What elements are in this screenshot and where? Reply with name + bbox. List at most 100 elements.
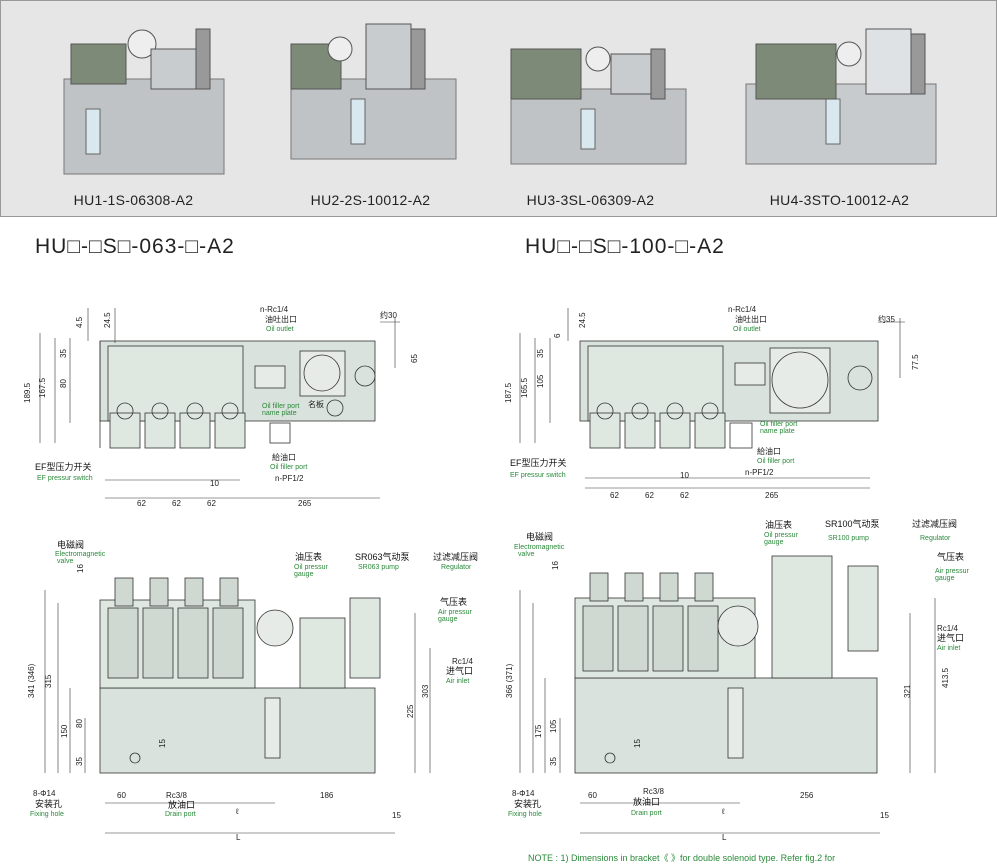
svg-text:341 (346): 341 (346) (27, 663, 36, 698)
svg-text:油吐出口: 油吐出口 (265, 314, 297, 324)
svg-text:167.5: 167.5 (38, 377, 47, 398)
svg-text:Fixing hole: Fixing hole (30, 811, 64, 818)
product-photo-1 (46, 9, 261, 184)
product-photo-3 (506, 9, 721, 184)
svg-text:15: 15 (880, 811, 889, 820)
svg-text:ℓ: ℓ (235, 807, 239, 816)
svg-text:15: 15 (633, 739, 642, 748)
svg-text:35: 35 (536, 349, 545, 358)
svg-text:Air inlet: Air inlet (937, 645, 960, 652)
svg-text:265: 265 (298, 499, 312, 508)
svg-text:303: 303 (421, 684, 430, 698)
product-caption-3: HU3-3SL-06309-A2 (526, 192, 655, 208)
svg-text:放油口: 放油口 (168, 799, 195, 810)
svg-text:Oil filler port: Oil filler port (270, 464, 307, 471)
svg-text:安装孔: 安装孔 (514, 798, 541, 809)
svg-text:413.5: 413.5 (941, 667, 950, 688)
svg-text:Oil filler port: Oil filler port (262, 403, 299, 410)
svg-text:gauge: gauge (764, 539, 784, 546)
svg-text:n-Rc1/4: n-Rc1/4 (728, 305, 757, 314)
svg-text:Regulator: Regulator (920, 535, 951, 542)
svg-text:150: 150 (60, 724, 69, 738)
svg-text:Electromagnetic: Electromagnetic (514, 544, 565, 551)
product-caption-4: HU4-3STO-10012-A2 (769, 192, 910, 208)
svg-text:8-Φ14: 8-Φ14 (512, 789, 535, 798)
right-front-view (574, 555, 879, 774)
svg-text:Air inlet: Air inlet (446, 678, 469, 685)
product-caption-1: HU1-1S-06308-A2 (73, 192, 194, 208)
svg-text:安装孔: 安装孔 (35, 798, 62, 809)
svg-text:SR100气动泵: SR100气动泵 (825, 518, 880, 529)
svg-text:105: 105 (536, 374, 545, 388)
svg-text:Oil pressur: Oil pressur (764, 532, 799, 539)
svg-text:16: 16 (76, 564, 85, 573)
svg-text:4.5: 4.5 (75, 316, 84, 328)
svg-text:gauge: gauge (935, 575, 955, 582)
left-front-view (99, 577, 381, 774)
svg-text:气压表: 气压表 (937, 551, 964, 562)
svg-text:Electromagnetic: Electromagnetic (55, 551, 106, 558)
svg-text:name plate: name plate (760, 428, 795, 435)
svg-text:L: L (722, 833, 727, 842)
svg-text:186: 186 (320, 791, 334, 800)
svg-text:gauge: gauge (294, 571, 314, 578)
svg-text:175: 175 (534, 724, 543, 738)
svg-text:Rc3/8: Rc3/8 (166, 791, 187, 800)
svg-text:Rc3/8: Rc3/8 (643, 787, 664, 796)
svg-text:35: 35 (549, 757, 558, 766)
svg-text:189.5: 189.5 (23, 382, 32, 403)
svg-text:60: 60 (117, 791, 126, 800)
svg-text:62: 62 (137, 499, 146, 508)
svg-text:进气口: 进气口 (937, 632, 964, 643)
svg-text:15: 15 (392, 811, 401, 820)
svg-text:电磁阀: 电磁阀 (57, 539, 84, 550)
svg-text:EF型压力开关: EF型压力开关 (35, 461, 92, 472)
svg-text:ℓ: ℓ (721, 807, 725, 816)
svg-text:SR100 pump: SR100 pump (828, 535, 869, 542)
svg-text:EF型压力开关: EF型压力开关 (510, 457, 567, 468)
svg-text:Oil outlet: Oil outlet (733, 326, 761, 333)
svg-text:65: 65 (410, 354, 419, 363)
svg-text:L: L (236, 833, 241, 842)
svg-text:Oil pressur: Oil pressur (294, 564, 329, 571)
svg-text:16: 16 (551, 561, 560, 570)
svg-text:80: 80 (59, 379, 68, 388)
svg-text:62: 62 (610, 491, 619, 500)
product-photo-strip: HU1-1S-06308-A2 HU2-2S-10012-A2 HU3-3SL-… (0, 0, 997, 217)
product-caption-2: HU2-2S-10012-A2 (310, 192, 431, 208)
svg-text:187.5: 187.5 (504, 382, 513, 403)
svg-text:放油口: 放油口 (633, 796, 660, 807)
left-top-view (99, 340, 376, 449)
svg-text:Regulator: Regulator (441, 564, 472, 571)
svg-text:77.5: 77.5 (911, 354, 920, 370)
series-title-063: HU□-□S□-063-□-A2 (35, 235, 235, 258)
svg-text:约35: 约35 (878, 314, 895, 324)
svg-text:24.5: 24.5 (578, 312, 587, 328)
svg-text:62: 62 (207, 499, 216, 508)
svg-text:SR063气动泵: SR063气动泵 (355, 551, 410, 562)
svg-text:Rc1/4: Rc1/4 (937, 624, 958, 633)
svg-text:Oil outlet: Oil outlet (266, 326, 294, 333)
svg-text:valve: valve (518, 551, 534, 558)
svg-text:Oil filler port: Oil filler port (760, 421, 797, 428)
svg-text:80: 80 (75, 719, 84, 728)
svg-text:62: 62 (172, 499, 181, 508)
svg-text:Fixing hole: Fixing hole (508, 811, 542, 818)
svg-text:进气口: 进气口 (446, 665, 473, 676)
product-photo-4 (741, 9, 956, 184)
svg-text:EF pressur switch: EF pressur switch (510, 472, 566, 479)
svg-text:Rc1/4: Rc1/4 (452, 657, 473, 666)
right-front-dims (519, 590, 936, 834)
svg-text:62: 62 (680, 491, 689, 500)
left-top-dims (39, 308, 400, 499)
svg-text:315: 315 (44, 674, 53, 688)
svg-text:15: 15 (158, 739, 167, 748)
svg-text:气压表: 气压表 (440, 596, 467, 607)
svg-text:过滤减压阀: 过滤减压阀 (912, 518, 957, 529)
svg-text:name plate: name plate (262, 410, 297, 417)
product-photo-2 (276, 9, 491, 184)
series-title-100: HU□-□S□-100-□-A2 (525, 235, 725, 258)
svg-text:6: 6 (553, 333, 562, 338)
svg-text:Air pressur: Air pressur (935, 568, 970, 575)
